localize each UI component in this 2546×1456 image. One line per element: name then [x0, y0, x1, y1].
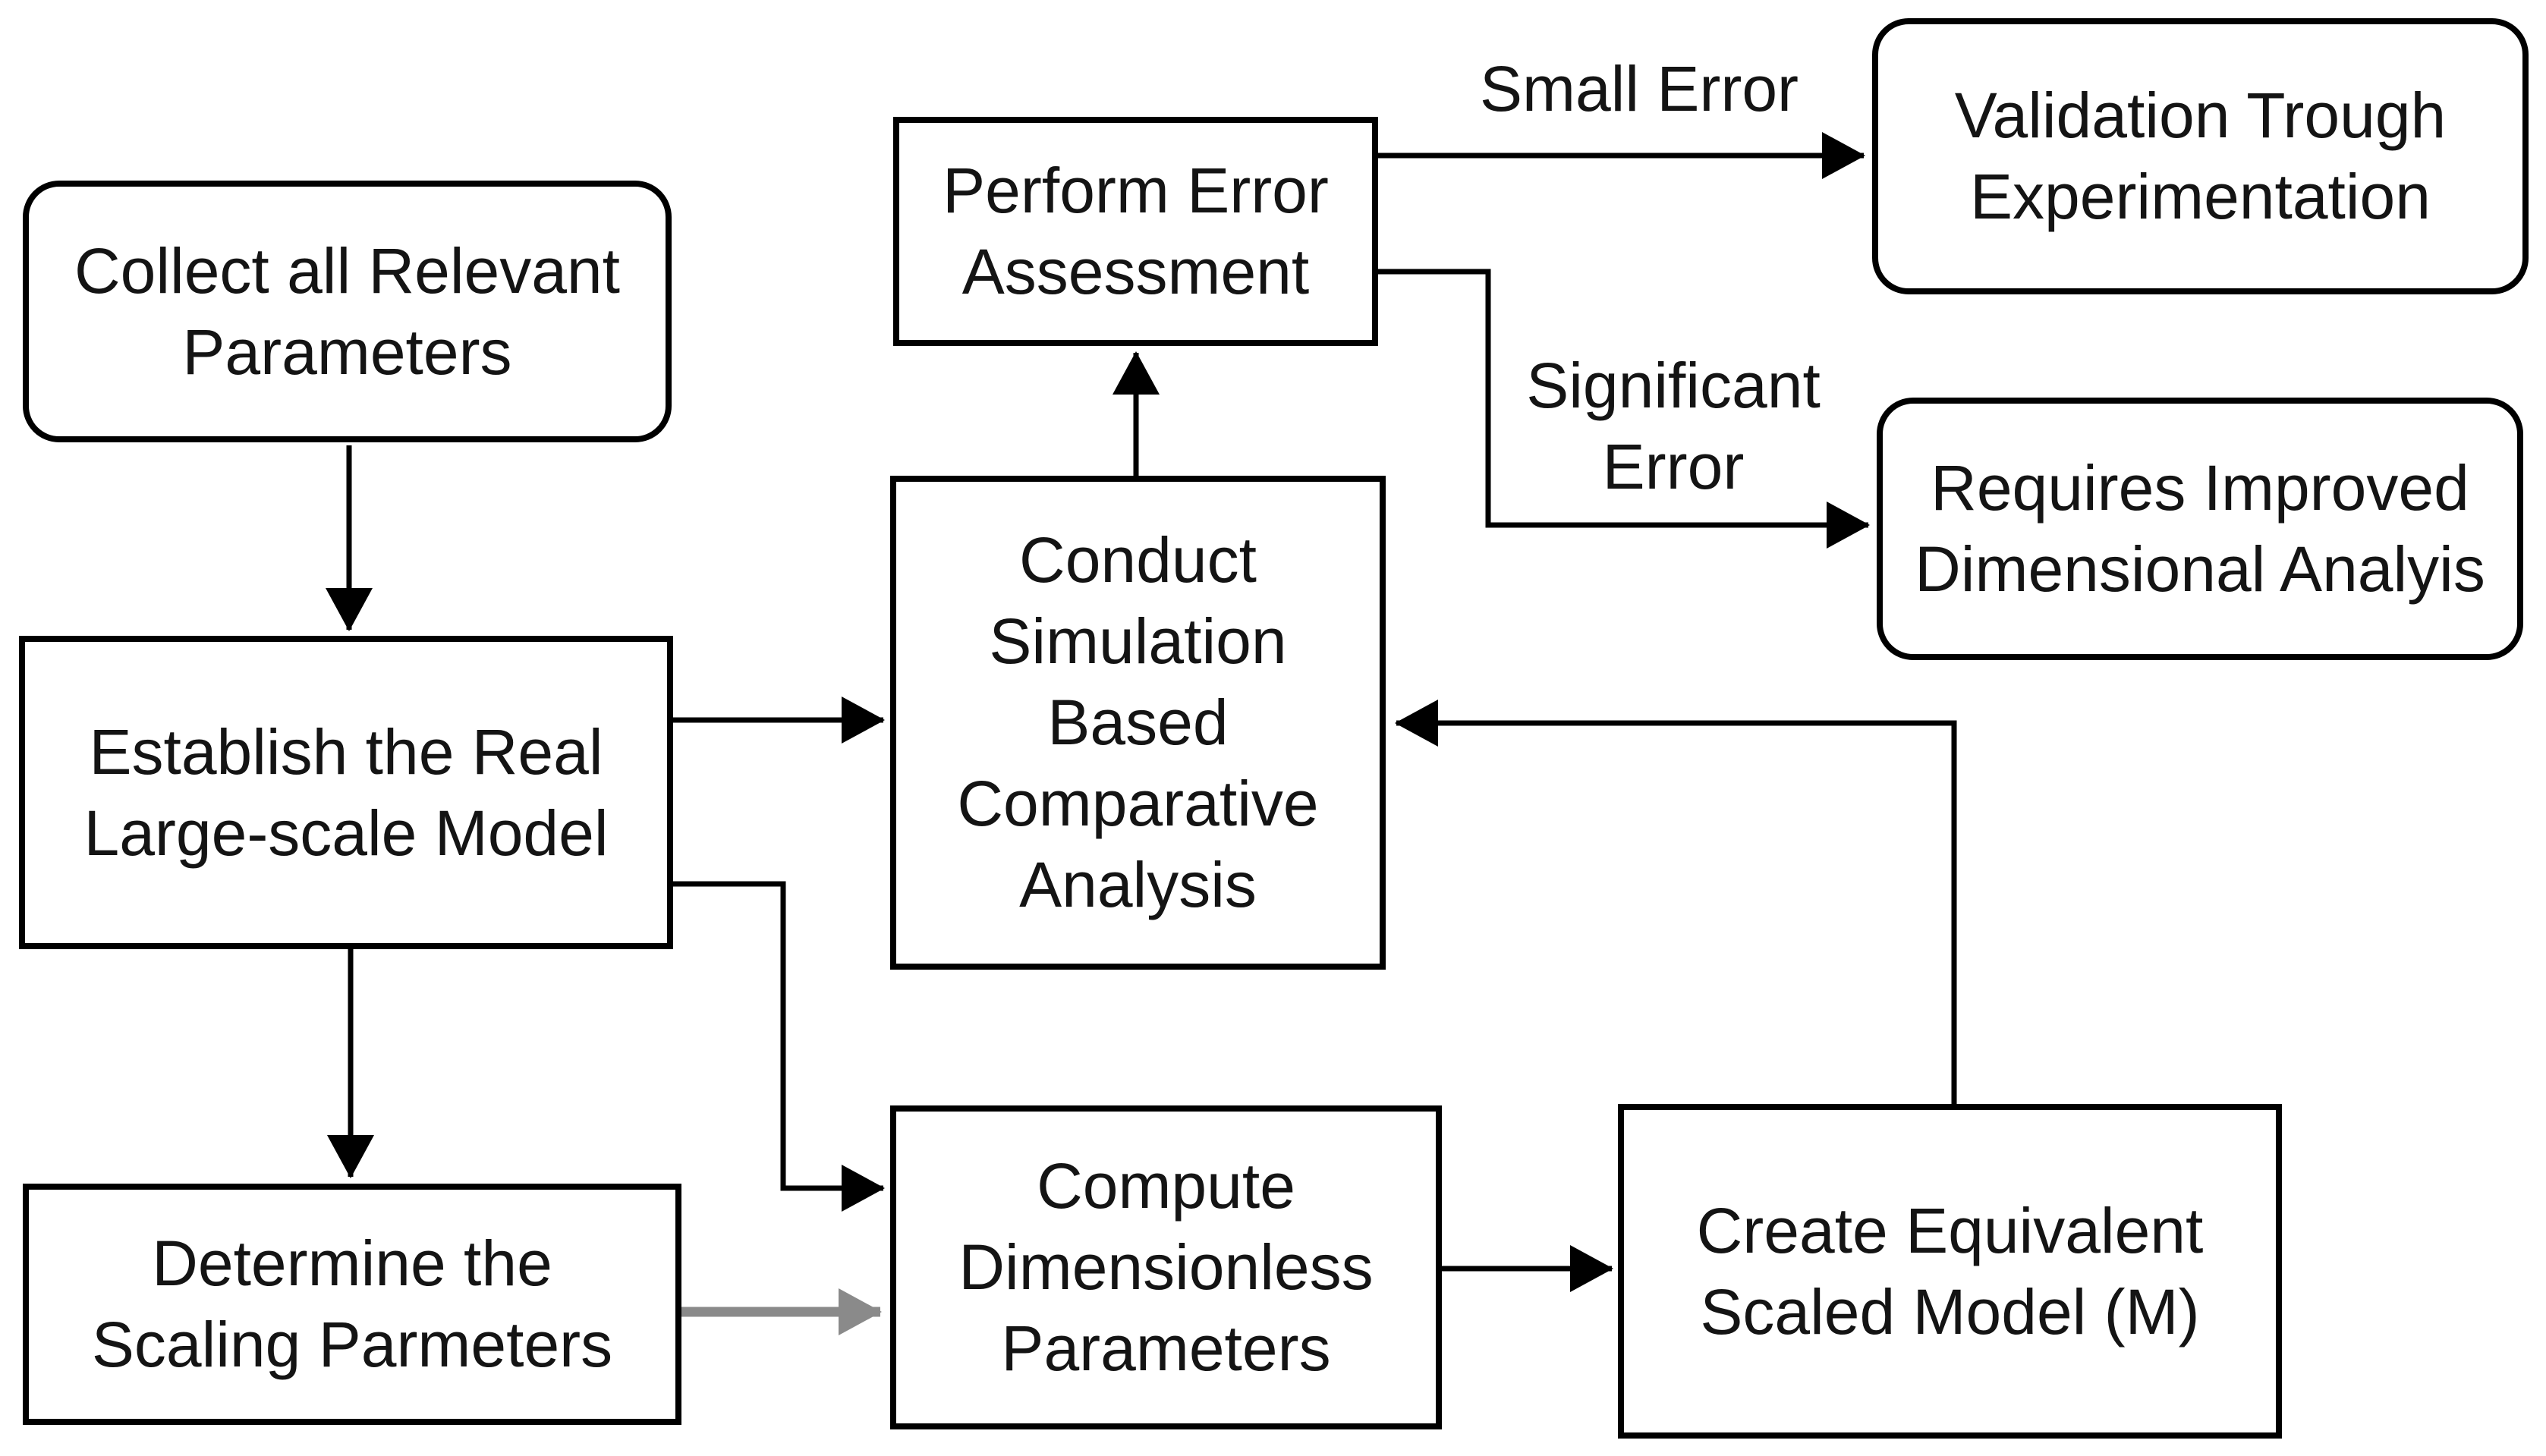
node-label-line: Perform Error — [943, 155, 1329, 226]
edge-label-line: Error — [1602, 431, 1745, 502]
node-label-line: Parameters — [182, 316, 512, 388]
edge-label-small-error: Small Error — [1427, 49, 1852, 130]
node-label-line: Simulation — [989, 605, 1287, 677]
edge-perform-to-requires — [1378, 269, 1870, 549]
node-label-line: Dimensional Analyis — [1915, 533, 2485, 605]
node-label: Validation Trough Experimentation — [1955, 75, 2447, 237]
edge-label-line: Significant — [1526, 350, 1821, 421]
node-label-line: Assessment — [961, 236, 1310, 307]
node-label-line: Large-scale Model — [83, 797, 609, 869]
node-label: Determine the Scaling Parmeters — [92, 1223, 612, 1385]
node-label-line: Create Equivalent — [1696, 1194, 2204, 1266]
node-label-line: Collect all Relevant — [74, 234, 620, 307]
node-determine-scaling: Determine the Scaling Parmeters — [23, 1184, 681, 1425]
node-validation-experimentation: Validation Trough Experimentation — [1872, 18, 2529, 294]
node-label-line: Conduct — [1019, 524, 1257, 596]
node-label-line: Scaling Parmeters — [91, 1309, 613, 1380]
node-label: Create Equivalent Scaled Model (M) — [1697, 1190, 2204, 1353]
node-label: Requires Improved Dimensional Analyis — [1915, 448, 2485, 610]
node-label-line: Experimentation — [1970, 161, 2431, 232]
edge-create-to-conduct — [1395, 700, 1957, 1107]
node-label-line: Requires Improved — [1931, 452, 2469, 524]
edge-label-significant-error: Significant Error — [1461, 345, 1886, 508]
node-create-scaled-model: Create Equivalent Scaled Model (M) — [1618, 1104, 2282, 1439]
node-perform-error-assessment: Perform Error Assessment — [893, 117, 1378, 346]
node-establish-model: Establish the Real Large-scale Model — [19, 636, 673, 949]
node-conduct-simulation: Conduct Simulation Based Comparative Ana… — [890, 476, 1386, 970]
node-label: Collect all Relevant Parameters — [74, 231, 620, 393]
node-label-line: Comparative — [957, 768, 1319, 839]
node-compute-dimensionless: Compute Dimensionless Parameters — [890, 1105, 1442, 1429]
node-label-line: Analysis — [1019, 849, 1257, 920]
node-label-line: Validation Trough — [1954, 80, 2447, 151]
node-label-line: Determine the — [152, 1228, 552, 1299]
node-requires-improved-analysis: Requires Improved Dimensional Analyis — [1877, 398, 2523, 660]
node-label-line: Dimensionless — [958, 1231, 1374, 1303]
edge-label-line: Small Error — [1479, 53, 1799, 124]
node-label: Establish the Real Large-scale Model — [83, 712, 608, 874]
node-label-line: Parameters — [1001, 1313, 1331, 1384]
edge-establish-to-compute — [673, 881, 885, 1212]
node-label-line: Scaled Model (M) — [1700, 1275, 2200, 1348]
node-label-line: Establish the Real — [89, 715, 603, 788]
node-collect-parameters: Collect all Relevant Parameters — [23, 181, 672, 442]
node-label: Compute Dimensionless Parameters — [958, 1146, 1373, 1389]
node-label: Perform Error Assessment — [943, 150, 1329, 313]
node-label-line: Compute — [1037, 1150, 1295, 1222]
node-label: Conduct Simulation Based Comparative Ana… — [957, 520, 1318, 926]
node-label-line: Based — [1047, 687, 1229, 758]
